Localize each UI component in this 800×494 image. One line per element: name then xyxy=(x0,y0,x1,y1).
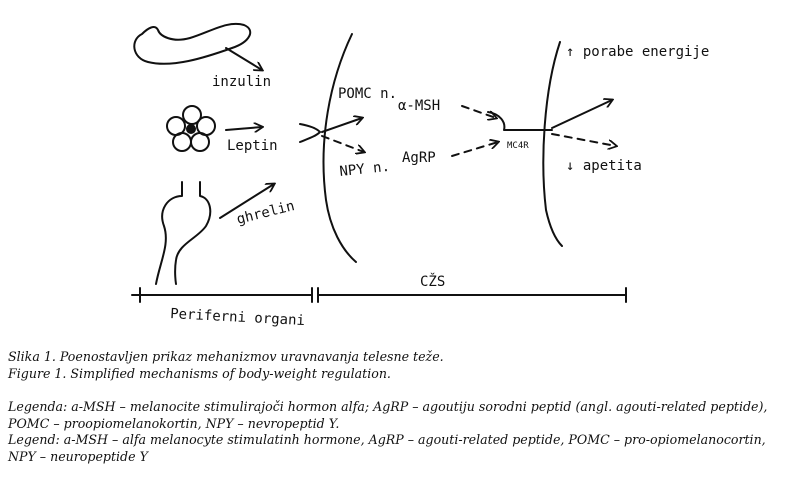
hypothalamus-receptor xyxy=(299,123,321,143)
leptin-label: Leptin xyxy=(227,138,278,154)
pomc-neurons-label: POMC n. xyxy=(338,86,397,102)
appetite-label: ↓ apetita xyxy=(566,158,642,174)
caption-title-sl: Slika 1. Poenostavljen prikaz mehanizmov… xyxy=(8,349,444,364)
ghrelin-arrow xyxy=(219,184,274,219)
cns-span xyxy=(317,287,627,303)
appetite-arrow xyxy=(551,133,616,146)
pancreas-drawing xyxy=(133,22,252,65)
caption-legend-en: Legend: a-MSH – alfa melanocyte stimulat… xyxy=(8,432,766,464)
pomc-arrow xyxy=(321,118,362,133)
cns-boundary-left xyxy=(322,33,357,263)
energy-label: ↑ porabe energije xyxy=(566,44,709,60)
figure-captions: Slika 1. Poenostavljen prikaz mehanizmov… xyxy=(8,349,792,465)
npy-arrow xyxy=(321,135,364,152)
caption-title-en: Figure 1. Simplified mechanisms of body-… xyxy=(8,365,391,381)
mc4r-receptor xyxy=(487,111,553,131)
peripheral-label: Periferni organi xyxy=(170,306,306,329)
stomach-drawing xyxy=(155,181,212,285)
cns-label: CŽS xyxy=(420,272,445,290)
caption-legend-sl: Legenda: a-MSH – melanocite stimulirajoč… xyxy=(8,399,768,431)
npy-neurons-label: NPY n. xyxy=(339,159,391,180)
agrp-label: AgRP xyxy=(402,150,436,166)
adipose-tissue-drawing xyxy=(166,105,216,152)
energy-arrow xyxy=(551,100,612,129)
cns-boundary-right xyxy=(542,41,563,247)
amsh-arrow xyxy=(461,105,496,118)
amsh-label: α-MSH xyxy=(398,98,440,114)
leptin-arrow xyxy=(225,127,262,130)
insulin-label: inzulin xyxy=(212,74,271,90)
insulin-arrow xyxy=(225,47,262,70)
peripheral-span xyxy=(131,287,313,303)
body-weight-regulation-diagram: inzulin Leptin ghrelin POMC n. NPY n. α-… xyxy=(131,22,709,329)
mc4r-label: MC4R xyxy=(507,141,529,151)
agrp-arrow xyxy=(451,142,498,157)
